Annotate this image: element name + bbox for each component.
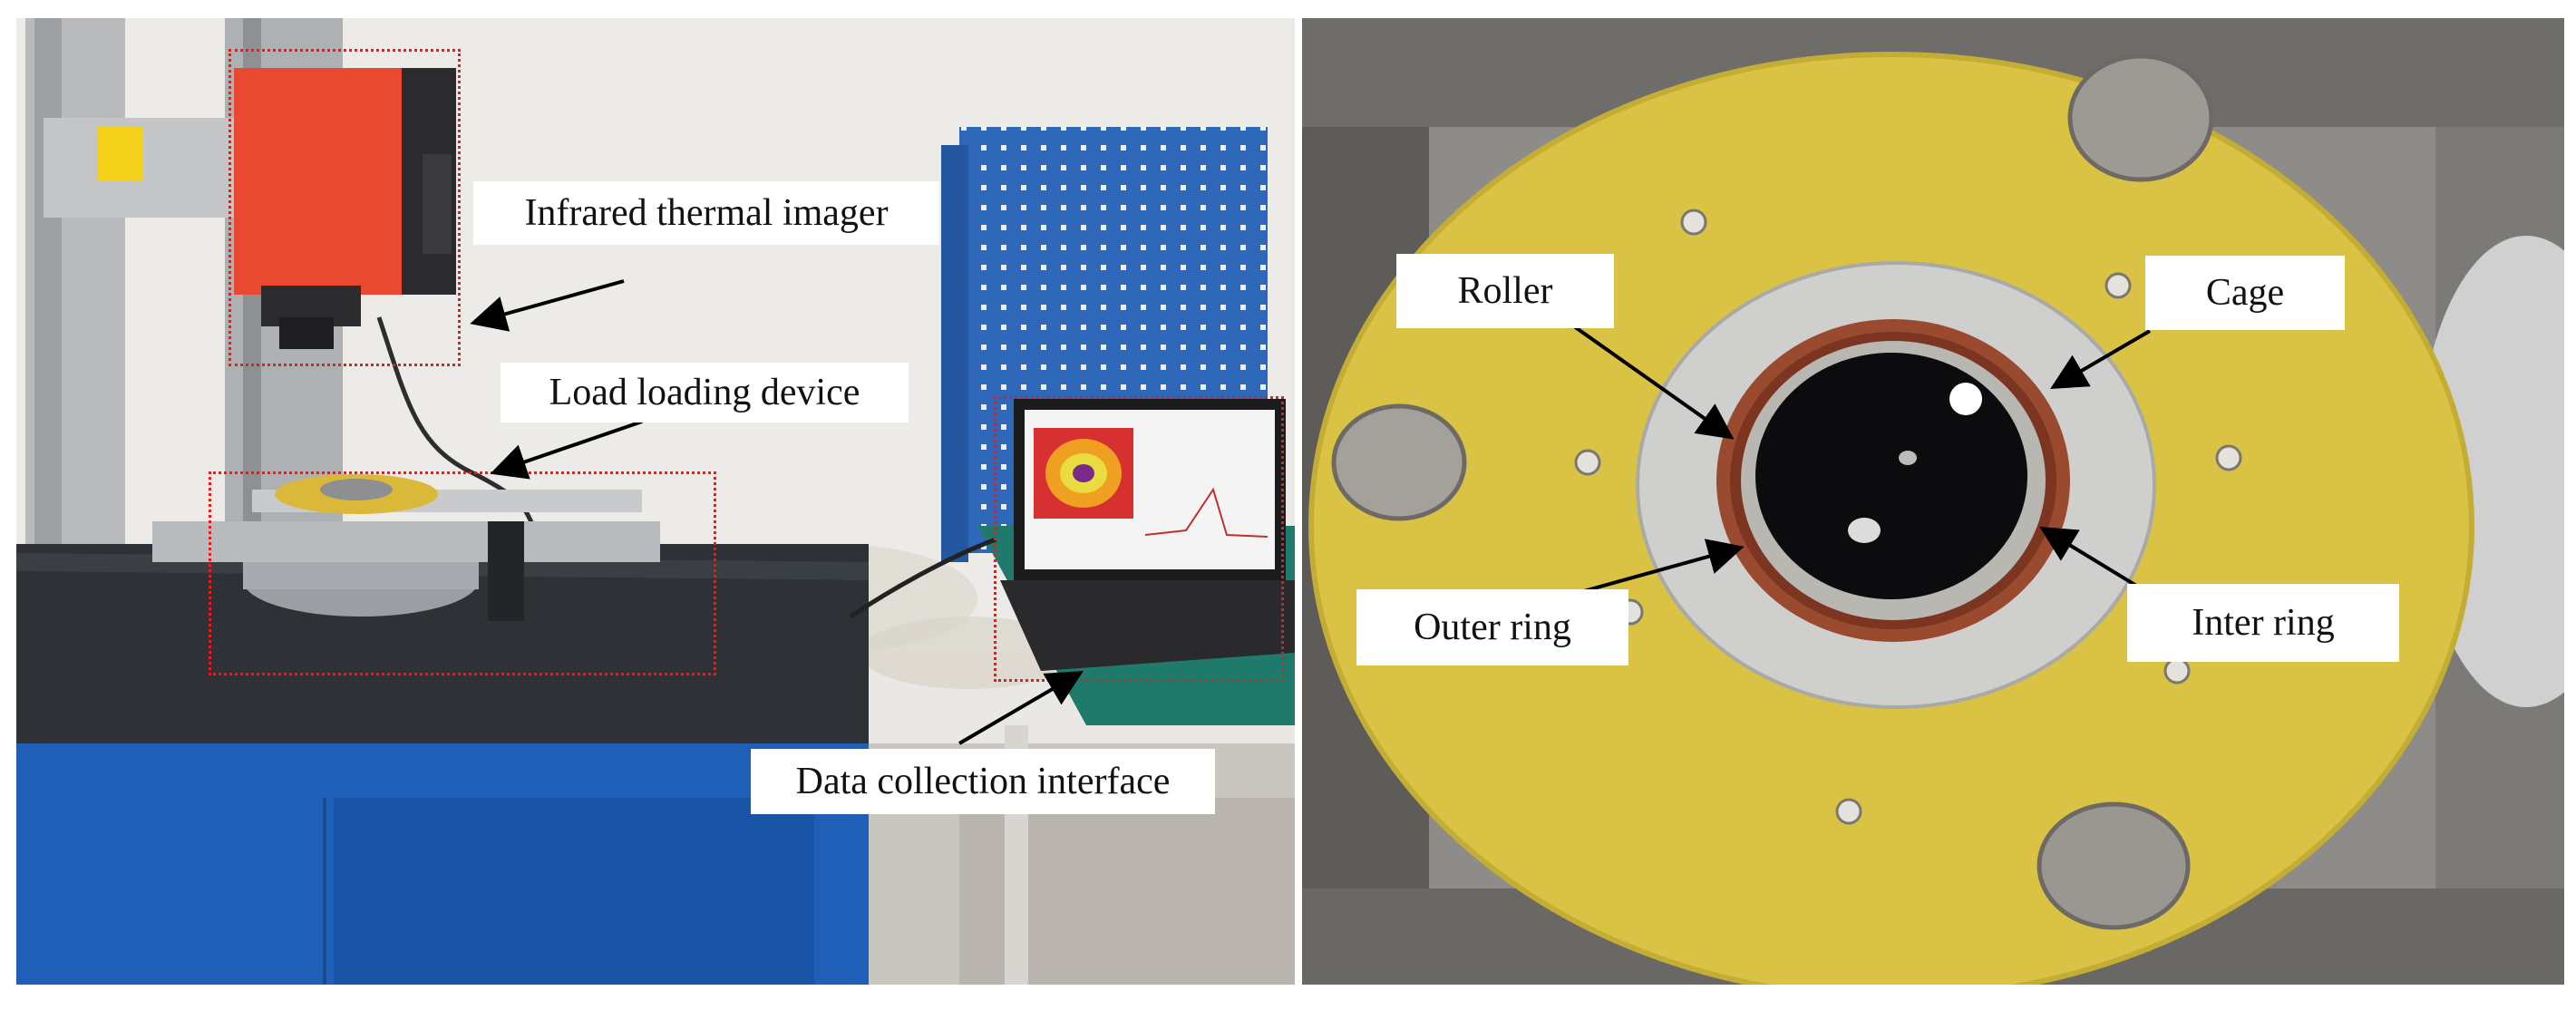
bearing-closeup-photo: Roller Cage Outer ring Inter ring <box>1302 18 2564 985</box>
test-rig-scene <box>16 18 1295 985</box>
thermal-imager-label: Infrared thermal imager <box>473 181 939 245</box>
roller-label: Roller <box>1396 254 1614 328</box>
test-rig-photo: Infrared thermal imager Load loading dev… <box>16 18 1295 985</box>
data-interface-region <box>994 396 1284 682</box>
thermal-imager-region <box>228 49 461 366</box>
outer-ring-label: Outer ring <box>1356 589 1628 665</box>
bearing-scene <box>1302 18 2564 985</box>
data-interface-label: Data collection interface <box>751 749 1215 814</box>
laptop <box>1000 399 1295 671</box>
load-device-region <box>209 471 716 675</box>
thermal-camera <box>234 68 536 528</box>
load-device <box>152 474 660 621</box>
bearing <box>1636 261 2156 709</box>
cage-label: Cage <box>2145 256 2345 330</box>
load-device-label: Load loading device <box>501 363 909 422</box>
inner-ring-label: Inter ring <box>2127 584 2399 662</box>
